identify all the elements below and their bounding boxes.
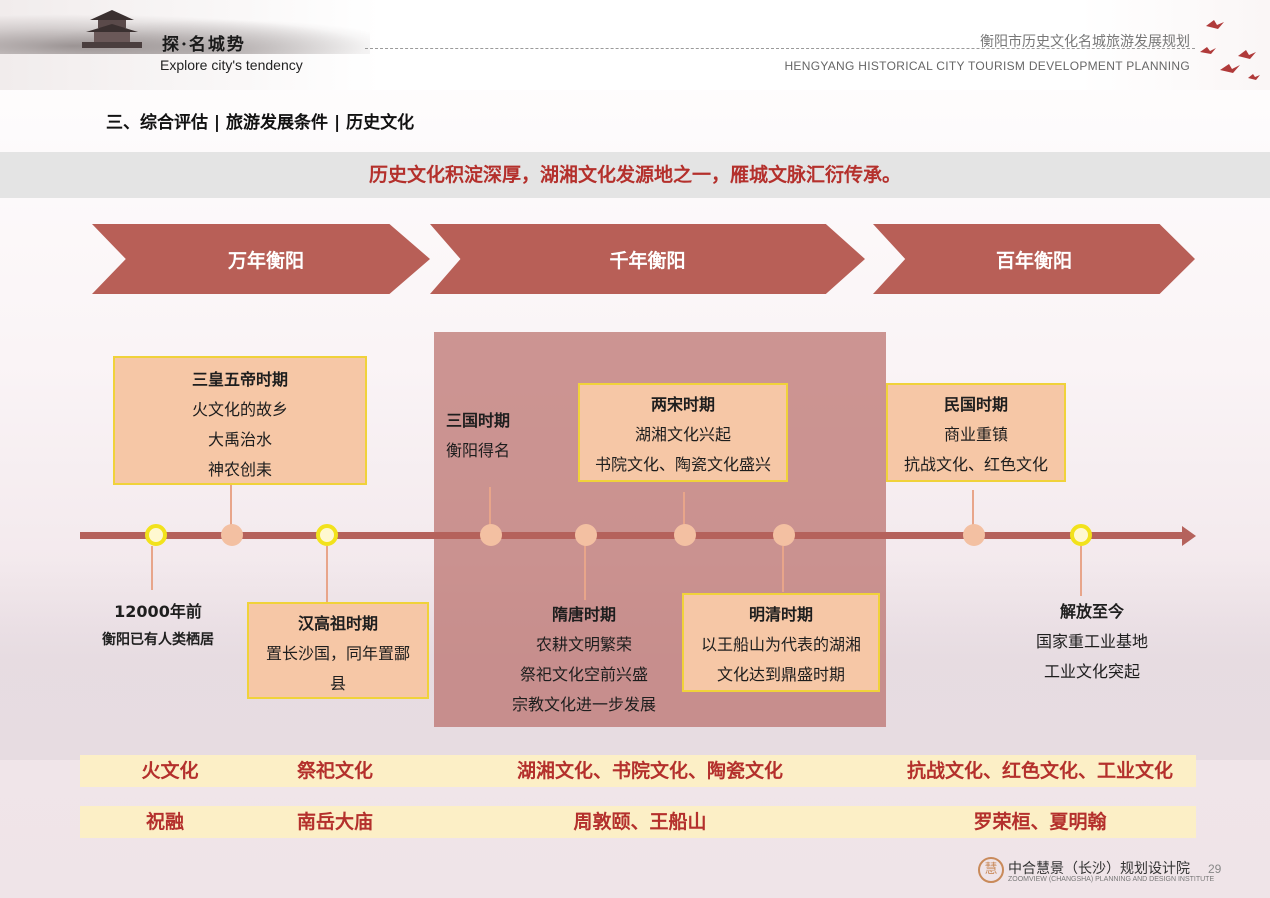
event-title: 三国时期 xyxy=(446,411,511,430)
event-line: 衡阳已有人类栖居 xyxy=(102,632,214,648)
event-line: 农耕文明繁荣 xyxy=(535,635,632,654)
event-line: 祭祀文化空前兴盛 xyxy=(519,665,648,684)
event-title: 汉高祖时期 xyxy=(297,614,378,633)
institute-name: 中合慧景（长沙）规划设计院 xyxy=(1008,861,1190,877)
event-line: 大禹治水 xyxy=(207,430,272,449)
event-card-sanhuang: 三皇五帝时期 火文化的故乡 大禹治水 神农创耒 xyxy=(113,356,367,485)
timeline-node-major xyxy=(145,524,167,546)
connector-stem xyxy=(230,483,232,527)
culture-row: 火文化 祭祀文化 湖湘文化、书院文化、陶瓷文化 抗战文化、红色文化、工业文化 xyxy=(80,755,1196,787)
event-line: 抗战文化、红色文化 xyxy=(903,455,1048,474)
connector-stem xyxy=(326,546,328,602)
document-title: 衡阳市历史文化名城旅游发展规划 xyxy=(980,34,1190,50)
event-liberation: 解放至今 国家重工业基地 工业文化突起 xyxy=(1012,597,1172,687)
event-title: 两宋时期 xyxy=(650,395,715,414)
flying-birds-icon xyxy=(1200,20,1260,80)
event-card-mingqing: 明清时期 以王船山为代表的湖湘 文化达到鼎盛时期 xyxy=(682,593,880,692)
ink-landscape-decoration xyxy=(0,14,370,54)
timeline-node xyxy=(480,524,502,546)
figure-cell: 周敦颐、王船山 xyxy=(573,811,707,833)
timeline-node-major xyxy=(1070,524,1092,546)
thesis-bar xyxy=(0,152,1270,198)
event-line: 以王船山为代表的湖湘 xyxy=(700,635,861,654)
culture-cell: 抗战文化、红色文化、工业文化 xyxy=(906,760,1173,782)
event-line: 宗教文化进一步发展 xyxy=(511,695,656,714)
historical-figures-row: 祝融 南岳大庙 周敦颐、王船山 罗荣桓、夏明翰 xyxy=(80,806,1196,838)
event-line: 书院文化、陶瓷文化盛兴 xyxy=(594,455,771,474)
event-line: 县 xyxy=(329,674,346,693)
timeline-node xyxy=(963,524,985,546)
event-line: 文化达到鼎盛时期 xyxy=(716,665,845,684)
header-divider xyxy=(365,48,1195,49)
connector-stem xyxy=(489,487,491,525)
timeline-axis xyxy=(80,532,1184,539)
connector-stem xyxy=(782,546,784,592)
thesis-statement: 历史文化积淀深厚，湖湘文化发源地之一，雁城文脉汇衍传承。 xyxy=(368,164,901,186)
event-line: 衡阳得名 xyxy=(446,441,511,460)
era-chevron-100-years: 百年衡阳 xyxy=(873,224,1195,294)
timeline-node xyxy=(575,524,597,546)
era-chevron-10000-years: 万年衡阳 xyxy=(92,224,430,294)
event-suitang: 隋唐时期 农耕文明繁荣 祭祀文化空前兴盛 宗教文化进一步发展 xyxy=(494,600,674,720)
connector-stem xyxy=(584,544,586,600)
event-prehistory: 12000年前 衡阳已有人类栖居 xyxy=(86,598,230,654)
institute-logo-icon: 慧 xyxy=(978,857,1004,883)
brand-subtitle: Explore city's tendency xyxy=(160,57,303,73)
culture-cell: 火文化 xyxy=(141,760,199,782)
culture-cell: 湖湘文化、书院文化、陶瓷文化 xyxy=(516,760,783,782)
event-card-liangsong: 两宋时期 湖湘文化兴起 书院文化、陶瓷文化盛兴 xyxy=(578,383,788,482)
connector-stem xyxy=(1080,546,1082,596)
event-line: 火文化的故乡 xyxy=(191,400,288,419)
event-title: 三皇五帝时期 xyxy=(191,370,288,389)
event-card-minguo: 民国时期 商业重镇 抗战文化、红色文化 xyxy=(886,383,1066,482)
institute-name-english: ZOOMVIEW (CHANGSHA) PLANNING AND DESIGN … xyxy=(1008,876,1215,883)
figure-cell: 罗荣桓、夏明翰 xyxy=(973,811,1107,833)
timeline-node xyxy=(674,524,696,546)
event-line: 商业重镇 xyxy=(943,425,1008,444)
pagoda-icon xyxy=(82,10,142,48)
connector-stem xyxy=(683,492,685,526)
figure-cell: 祝融 xyxy=(145,811,184,833)
culture-cell: 祭祀文化 xyxy=(296,760,373,782)
timeline-node xyxy=(221,524,243,546)
event-title: 明清时期 xyxy=(748,605,813,624)
event-title: 隋唐时期 xyxy=(551,605,616,624)
connector-stem xyxy=(972,490,974,526)
event-line: 置长沙国，同年置酃 xyxy=(265,644,410,663)
section-title: 三、综合评估 | 旅游发展条件 | 历史文化 xyxy=(106,113,415,133)
timeline-arrow-head xyxy=(1182,526,1196,546)
event-line: 国家重工业基地 xyxy=(1035,632,1148,651)
event-title: 12000年前 xyxy=(114,602,202,621)
document-title-english: HENGYANG HISTORICAL CITY TOURISM DEVELOP… xyxy=(784,59,1190,73)
brand-title: 探·名城势 xyxy=(162,35,246,55)
event-card-han: 汉高祖时期 置长沙国，同年置酃 县 xyxy=(247,602,429,699)
event-line: 湖湘文化兴起 xyxy=(634,425,731,444)
era-chevron-1000-years: 千年衡阳 xyxy=(430,224,865,294)
event-title: 解放至今 xyxy=(1059,602,1124,621)
connector-stem xyxy=(151,546,153,590)
figure-cell: 南岳大庙 xyxy=(296,811,373,833)
timeline-node xyxy=(773,524,795,546)
event-sanguo: 三国时期 衡阳得名 xyxy=(446,406,536,466)
event-title: 民国时期 xyxy=(943,395,1008,414)
event-line: 工业文化突起 xyxy=(1043,662,1140,681)
timeline-node-major xyxy=(316,524,338,546)
event-line: 神农创耒 xyxy=(207,460,272,479)
page-number: 29 xyxy=(1208,862,1222,876)
